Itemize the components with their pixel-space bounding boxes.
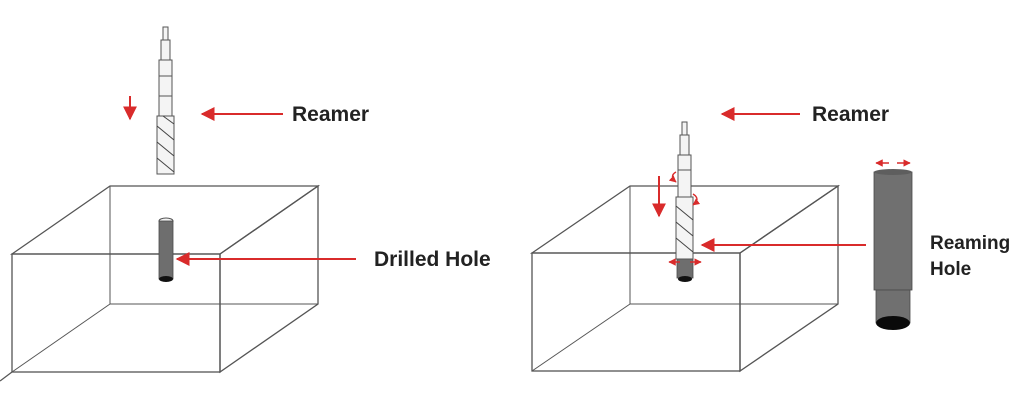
left-workpiece-block: [0, 184, 321, 382]
right-workpiece-block: [529, 184, 841, 373]
reaming-hole-label-line1: Reaming: [930, 233, 1010, 254]
left-reamer-tool: [156, 26, 175, 175]
reaming-hole-enlarged-view: [873, 169, 913, 330]
right-panel: Reamer Reaming Hole: [529, 103, 1010, 373]
left-reamer-label: Reamer: [292, 103, 369, 126]
right-reamer-label: Reamer: [812, 103, 889, 126]
reaming-hole-label-line2: Hole: [930, 259, 971, 280]
rotation-arrow-left: [668, 171, 677, 183]
right-reamer-tool: [675, 121, 694, 260]
left-panel: Reamer Drilled Hole: [0, 26, 491, 382]
left-hole-label: Drilled Hole: [374, 248, 491, 271]
rotation-arrow-right: [692, 193, 701, 206]
left-drilled-hole: [158, 217, 174, 282]
